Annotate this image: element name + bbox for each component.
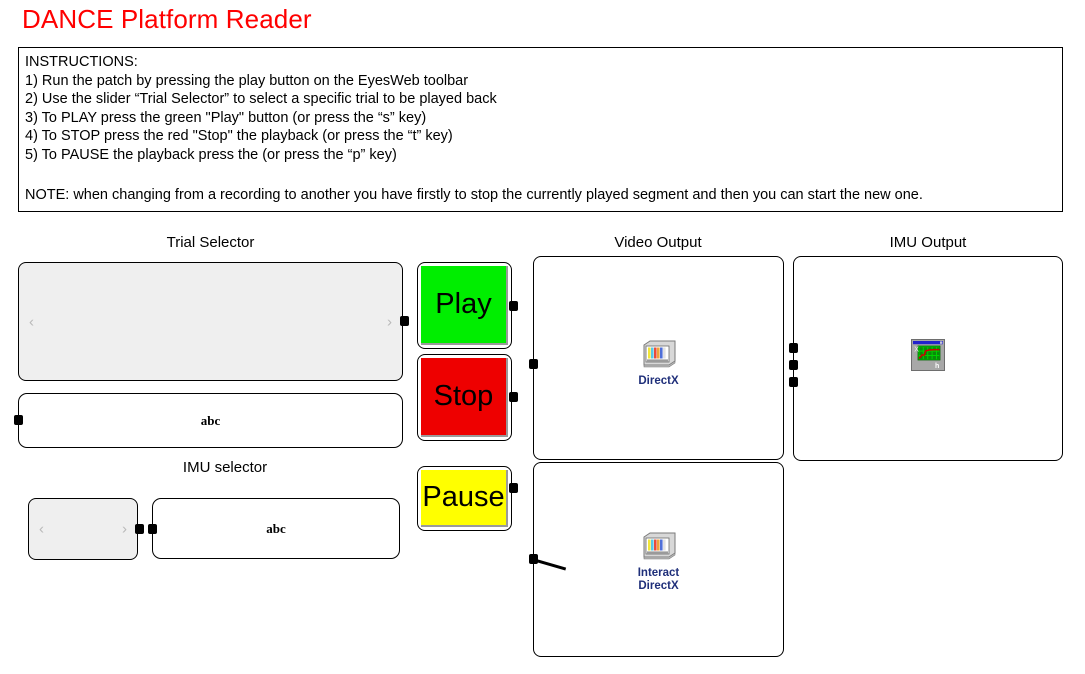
play-button-label: Play: [435, 288, 492, 320]
chevron-left-icon[interactable]: ‹: [29, 313, 34, 330]
pause-button-face[interactable]: Pause: [421, 470, 508, 527]
trial-name-display: abc: [18, 393, 403, 448]
svg-text:h: h: [935, 363, 939, 370]
imu-selector-output-pin[interactable]: [135, 524, 144, 534]
pause-button-label: Pause: [422, 481, 505, 513]
caption-imu-output: IMU Output: [889, 234, 967, 251]
directx-node-label: DirectX: [638, 375, 679, 387]
interact-directx-node[interactable]: Interact DirectX: [589, 531, 729, 592]
instructions-heading: INSTRUCTIONS:: [25, 54, 138, 70]
chevron-right-icon[interactable]: ›: [387, 313, 392, 330]
imu-selector-slider[interactable]: ‹ ›: [28, 498, 138, 560]
directx-icon: [642, 531, 676, 566]
stop-button-label: Stop: [433, 380, 494, 412]
chevron-right-icon[interactable]: ›: [122, 520, 127, 538]
pause-button-output-pin[interactable]: [509, 483, 518, 493]
instruction-line-5: 5) To PAUSE the playback press the (or p…: [25, 146, 397, 163]
instruction-line-4: 4) To STOP press the red "Stop" the play…: [25, 128, 453, 145]
trial-selector-output-pin[interactable]: [400, 316, 409, 326]
interact-directx-panel[interactable]: Interact DirectX: [533, 462, 784, 657]
svg-text:X: X: [914, 347, 919, 354]
play-button[interactable]: Play: [417, 262, 512, 349]
imu-output-input-pin-1[interactable]: [789, 343, 798, 353]
instructions-note: NOTE: when changing from a recording to …: [25, 187, 923, 203]
chevron-left-icon[interactable]: ‹: [39, 520, 44, 538]
interact-directx-node-label: Interact DirectX: [637, 567, 680, 592]
imu-name-input-pin[interactable]: [148, 524, 157, 534]
imu-output-input-pin-2[interactable]: [789, 360, 798, 370]
video-output-panel[interactable]: DirectX: [533, 256, 784, 460]
caption-trial-selector: Trial Selector: [166, 234, 255, 251]
imu-name-value: abc: [266, 520, 286, 536]
directx-node[interactable]: DirectX: [589, 339, 729, 388]
pause-button[interactable]: Pause: [417, 466, 512, 531]
imu-output-panel[interactable]: X h: [793, 256, 1063, 461]
interact-input-pin[interactable]: [529, 554, 538, 564]
trial-name-value: abc: [200, 412, 221, 428]
imu-plot-node[interactable]: X h: [858, 339, 998, 377]
imu-output-input-pin-3[interactable]: [789, 377, 798, 387]
instruction-line-1: 1) Run the patch by pressing the play bu…: [25, 72, 469, 89]
video-output-input-pin[interactable]: [529, 359, 538, 369]
caption-imu-selector: IMU selector: [182, 459, 268, 476]
trial-name-input-pin[interactable]: [14, 415, 23, 425]
trial-selector-slider[interactable]: ‹ ›: [18, 262, 403, 381]
instruction-line-3: 3) To PLAY press the green "Play" button…: [25, 109, 427, 126]
page-title: DANCE Platform Reader: [22, 4, 312, 34]
stop-button-output-pin[interactable]: [509, 392, 518, 402]
instruction-line-2: 2) Use the slider “Trial Selector” to se…: [25, 91, 497, 108]
instructions-list: INSTRUCTIONS: 1) Run the patch by pressi…: [25, 53, 1058, 165]
imu-name-display: abc: [152, 498, 400, 559]
imu-plot-window-icon: X h: [911, 339, 945, 376]
caption-video-output: Video Output: [614, 234, 702, 251]
play-button-face[interactable]: Play: [421, 266, 508, 345]
play-button-output-pin[interactable]: [509, 301, 518, 311]
stop-button[interactable]: Stop: [417, 354, 512, 441]
instructions-panel: INSTRUCTIONS: 1) Run the patch by pressi…: [18, 47, 1063, 212]
stop-button-face[interactable]: Stop: [421, 358, 508, 437]
directx-icon: [642, 339, 676, 374]
